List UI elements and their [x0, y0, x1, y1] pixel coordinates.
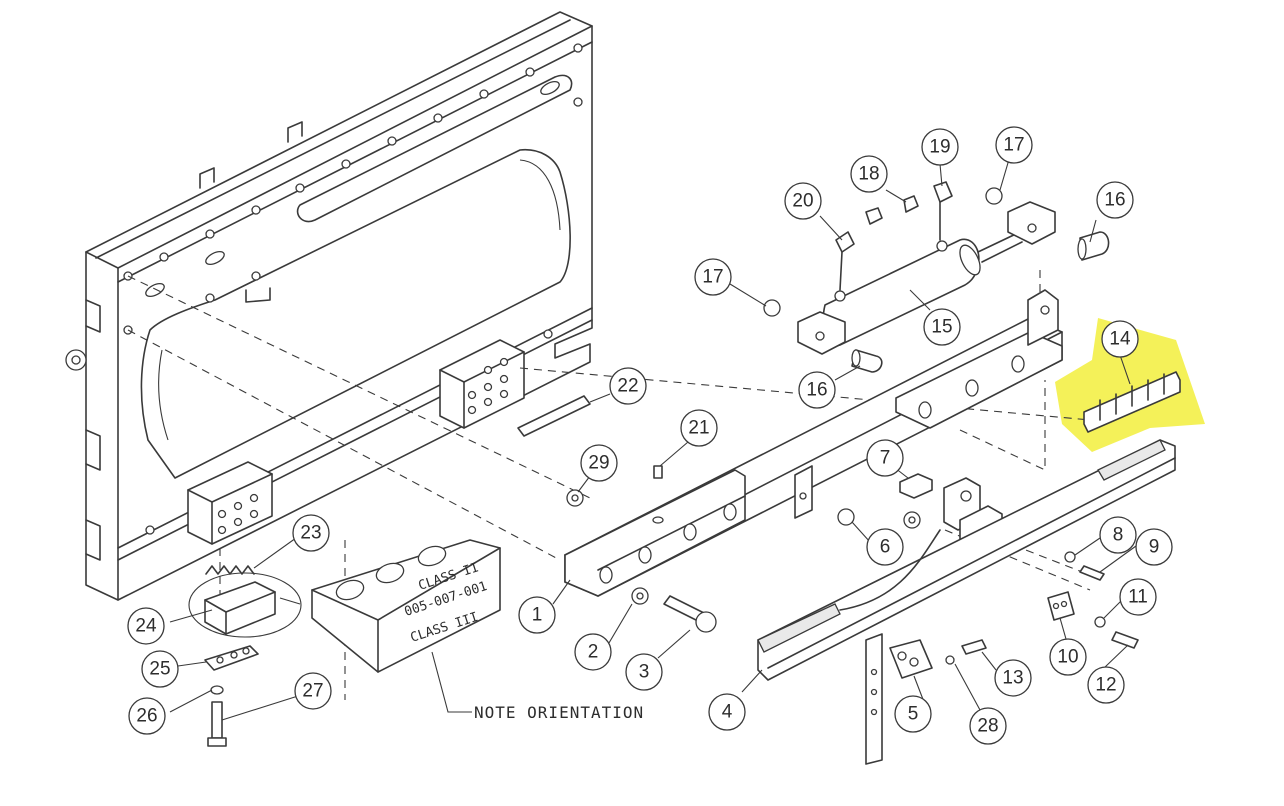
washer-2	[631, 587, 649, 605]
pivot-pin-upper	[1077, 231, 1110, 261]
svg-text:28: 28	[977, 716, 998, 737]
callout-1: 1	[518, 596, 556, 634]
callout-3: 3	[625, 653, 663, 691]
wear-strip	[517, 395, 591, 437]
callout-7: 7	[866, 439, 904, 477]
plate-wear-pad-lower	[187, 461, 273, 545]
svg-text:18: 18	[858, 164, 879, 185]
stop-block	[899, 473, 933, 499]
svg-text:21: 21	[688, 418, 709, 439]
callout-4: 4	[708, 693, 746, 731]
svg-text:16: 16	[1104, 190, 1125, 211]
svg-text:7: 7	[880, 448, 891, 469]
callout-21: 21	[680, 409, 718, 447]
callout-25: 25	[141, 650, 179, 688]
callout-9: 9	[1135, 528, 1173, 566]
svg-text:15: 15	[931, 317, 952, 338]
svg-text:3: 3	[639, 662, 650, 683]
svg-text:5: 5	[908, 704, 919, 725]
callout-6: 6	[866, 528, 904, 566]
detail-circle-24	[188, 572, 302, 638]
bolt-3	[663, 595, 717, 633]
washer-29	[566, 489, 584, 507]
class-pad-block: CLASS II 005-007-001 CLASS III	[311, 539, 501, 673]
svg-text:6: 6	[880, 537, 891, 558]
retaining-clip-lower	[763, 299, 781, 317]
screw-13	[961, 639, 987, 655]
svg-text:12: 12	[1095, 675, 1116, 696]
fork-arm	[757, 439, 1176, 765]
wear-strip-item-14	[1083, 371, 1181, 433]
svg-text:8: 8	[1113, 525, 1124, 546]
callout-11: 11	[1119, 578, 1157, 616]
bolt-27	[207, 701, 227, 747]
callout-17-upper: 17	[995, 126, 1033, 164]
callout-16-lower: 16	[798, 371, 836, 409]
screw-12	[1111, 631, 1139, 649]
callout-27: 27	[294, 672, 332, 710]
callout-29: 29	[580, 444, 618, 482]
washer-11	[1094, 616, 1106, 628]
screw-9	[1079, 565, 1105, 581]
callout-26: 26	[128, 697, 166, 735]
callout-20: 20	[784, 182, 822, 220]
svg-text:14: 14	[1109, 329, 1131, 350]
plate-10	[1047, 591, 1075, 621]
callout-14: 14	[1101, 320, 1139, 358]
svg-text:23: 23	[300, 523, 321, 544]
callout-17-lower: 17	[694, 258, 732, 296]
callout-2: 2	[574, 633, 612, 671]
bumper-6	[903, 511, 921, 529]
svg-text:13: 13	[1002, 668, 1023, 689]
callout-8: 8	[1099, 516, 1137, 554]
svg-text:11: 11	[1128, 587, 1148, 608]
callout-19: 19	[921, 128, 959, 166]
callout-23: 23	[292, 514, 330, 552]
svg-text:2: 2	[588, 642, 599, 663]
cross-bar	[564, 289, 1063, 597]
plate-wear-pad-upper	[439, 339, 525, 429]
callout-10: 10	[1049, 638, 1087, 676]
note-leader	[431, 651, 472, 713]
svg-text:19: 19	[929, 137, 950, 158]
callout-15: 15	[923, 308, 961, 346]
callout-16-upper: 16	[1096, 181, 1134, 219]
callout-28: 28	[969, 707, 1007, 745]
note-orientation: NOTE ORIENTATION	[474, 703, 644, 722]
washer-26	[210, 685, 224, 695]
washer-28	[945, 655, 955, 665]
svg-text:29: 29	[588, 453, 609, 474]
pad-block-24	[204, 581, 276, 635]
svg-text:22: 22	[617, 376, 638, 397]
svg-text:10: 10	[1057, 647, 1078, 668]
callout-24: 24	[127, 607, 165, 645]
retaining-clip-upper	[985, 187, 1003, 205]
svg-text:16: 16	[806, 380, 827, 401]
svg-text:25: 25	[149, 659, 170, 680]
carriage-plate	[65, 11, 593, 601]
grease-fitting-21	[653, 465, 663, 479]
washer-8	[1064, 551, 1076, 563]
svg-text:27: 27	[302, 681, 323, 702]
svg-text:26: 26	[136, 706, 157, 727]
svg-text:17: 17	[1003, 135, 1024, 156]
callout-13: 13	[994, 659, 1032, 697]
svg-text:9: 9	[1149, 537, 1160, 558]
plate-25	[204, 645, 259, 671]
callout-5: 5	[894, 695, 932, 733]
hydraulic-cylinder	[797, 201, 1056, 355]
svg-text:4: 4	[722, 702, 733, 723]
svg-text:1: 1	[532, 605, 543, 626]
washer-6	[837, 508, 855, 526]
callout-18: 18	[850, 155, 888, 193]
svg-text:20: 20	[792, 191, 813, 212]
callout-22: 22	[609, 367, 647, 405]
pivot-pin-lower	[851, 349, 883, 373]
clamp-plate	[889, 639, 933, 679]
callout-12: 12	[1087, 666, 1125, 704]
svg-text:17: 17	[702, 267, 723, 288]
svg-text:24: 24	[135, 616, 157, 637]
